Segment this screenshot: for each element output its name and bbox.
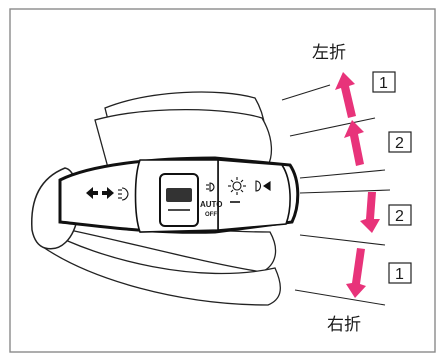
headlight-icon (228, 177, 246, 195)
leader-line-2 (289, 117, 376, 137)
step-number-up-partial: 2 (395, 135, 404, 152)
fog-lamp-icon (118, 187, 129, 201)
lever-symbols: AUTO OFF (86, 177, 271, 218)
step-number-down-full: 1 (395, 266, 404, 283)
leader-line-1 (281, 84, 331, 101)
step-box-up-partial (388, 131, 412, 153)
lever-switch-slot (166, 188, 192, 202)
auto-label: AUTO (200, 200, 223, 209)
left-turn-label: 左折 (312, 43, 346, 63)
arrow-down-full (346, 248, 366, 298)
lever-end-cap (217, 159, 291, 231)
leader-line-5 (299, 234, 386, 246)
off-label: OFF (205, 212, 217, 218)
lever-ghost-down-full (39, 229, 281, 306)
beam-icon (255, 180, 271, 192)
direction-arrows (335, 72, 380, 298)
step-number-up-full: 1 (379, 75, 388, 92)
arrow-up-full (335, 72, 356, 118)
right-turn-label: 右折 (327, 315, 361, 335)
step-box-down-full (388, 262, 412, 284)
leader-lines (281, 84, 391, 306)
leader-line-6 (294, 289, 386, 306)
step-box-down-partial (388, 204, 412, 226)
step-number-down-partial: 2 (395, 208, 404, 225)
step-box-up-full (372, 71, 396, 93)
position-lamp-icon (206, 182, 215, 192)
arrow-up-partial (344, 120, 364, 166)
turn-arrows-icon (86, 187, 114, 199)
leader-line-4 (299, 189, 391, 194)
step-labels: 1 2 2 1 (372, 71, 412, 284)
arrow-down-partial (360, 192, 380, 233)
leader-line-3 (299, 169, 386, 179)
lever-main (31, 156, 300, 250)
